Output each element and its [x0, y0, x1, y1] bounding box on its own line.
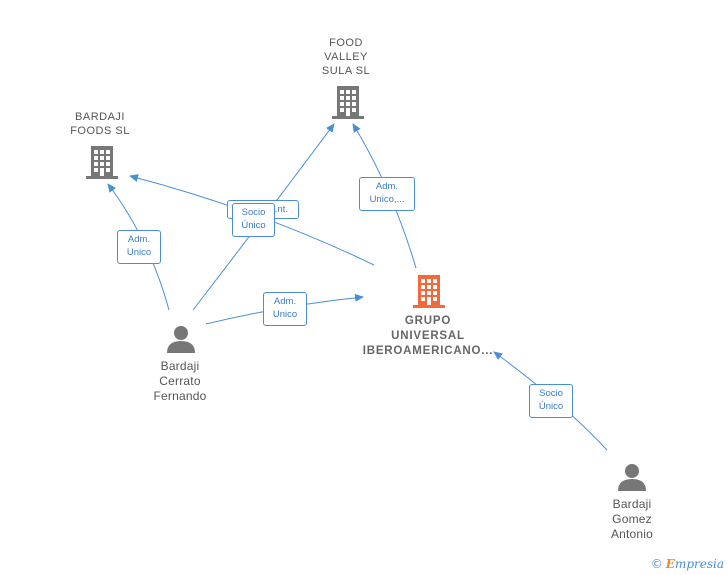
empresia-watermark: ©Empresia	[651, 557, 724, 571]
building-icon[interactable]	[331, 84, 365, 120]
edge-label-socio-unico-food-valley[interactable]: Socio Único	[232, 203, 275, 237]
brand-rest: mpresia	[674, 557, 724, 571]
person-icon[interactable]	[166, 324, 196, 354]
edge-label-adm-unico-grupo[interactable]: Adm. Unico	[263, 292, 307, 326]
edge-label-adm-unico-bardaji-foods[interactable]: Adm. Unico	[117, 230, 161, 264]
building-icon[interactable]	[412, 273, 446, 309]
grupo-universal-label: GRUPO UNIVERSAL IBEROAMERICANO...	[362, 315, 494, 357]
edge-label-adm-unico-food-valley[interactable]: Adm. Unico,...	[359, 177, 415, 211]
bardaji-foods-label: BARDAJI FOODS SL	[70, 111, 130, 137]
food-valley-label: FOOD VALLEY SULA SL	[321, 37, 371, 77]
edge-label-socio-unico-grupo[interactable]: Socio Único	[529, 384, 573, 418]
person-icon[interactable]	[617, 462, 647, 492]
bardaji-gomez-label: Bardaji Gomez Antonio	[610, 497, 654, 541]
brand-initial: E	[665, 557, 675, 571]
building-icon[interactable]	[85, 144, 119, 180]
copyright-symbol: ©	[650, 557, 663, 571]
bardaji-cerrato-label: Bardaji Cerrato Fernando	[153, 359, 207, 403]
